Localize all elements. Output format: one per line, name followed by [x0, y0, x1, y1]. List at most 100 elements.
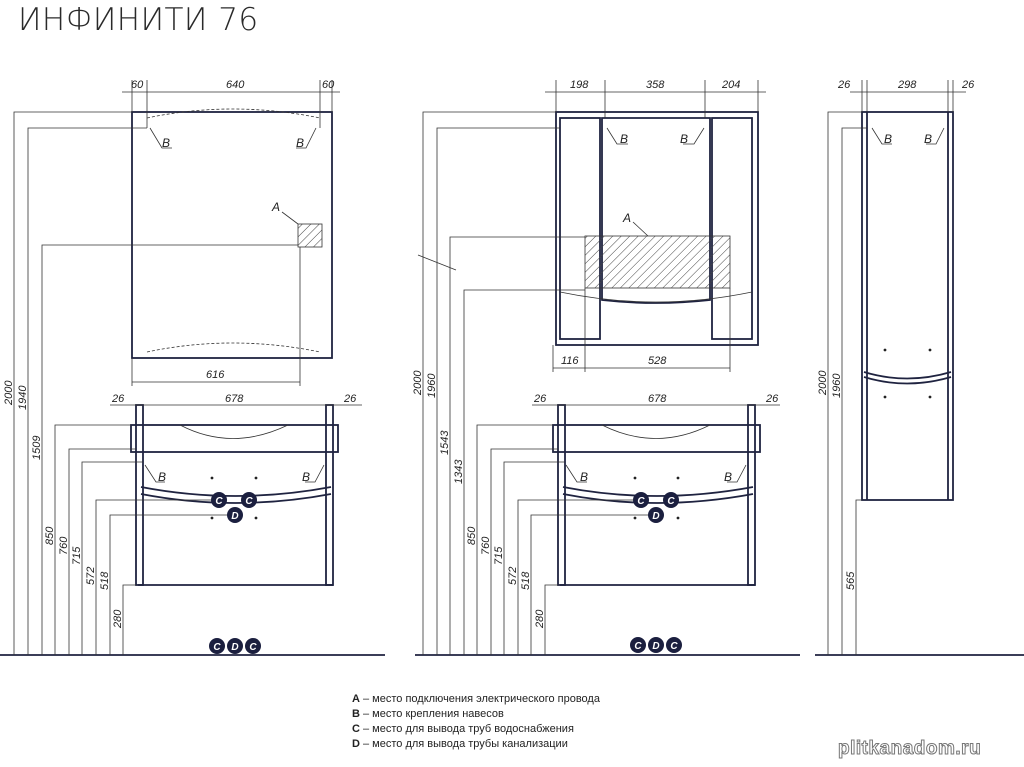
dimension-label: D: [231, 511, 238, 522]
left-mirror-cabinet: A B B: [131, 108, 333, 359]
marker-b: B: [680, 132, 688, 146]
dimension-label: 26: [533, 393, 547, 405]
socket-zone-a: [297, 223, 323, 248]
dimension-label: 280: [534, 609, 546, 629]
marker-b: B: [296, 136, 304, 150]
legend-item-b: B – место крепления навесов: [352, 707, 600, 722]
dimension-label: 60: [322, 79, 335, 91]
dimension-label: 518: [99, 571, 111, 590]
dimension-label: D: [231, 642, 238, 653]
dimension-label: 1543: [439, 430, 451, 455]
dimension-label: 518: [520, 571, 532, 590]
dimension-label: C: [213, 642, 221, 653]
dimension-label: 26: [343, 393, 357, 405]
dimension-label: 26: [765, 393, 779, 405]
dimension-label: B: [352, 708, 360, 720]
dimension-label: 2000: [3, 380, 15, 406]
left-vanity-dimensions: 26 678 26: [110, 393, 362, 406]
socket-zone-a: [584, 235, 731, 289]
dimension-label: 1960: [831, 373, 843, 398]
dimension-label: D: [352, 738, 360, 750]
tall-cabinet-dimensions: 26 298 26 2000 1960 565: [815, 79, 1024, 656]
marker-b: B: [158, 470, 166, 484]
dimension-label: 116: [561, 355, 579, 367]
dimension-label: 850: [44, 526, 56, 545]
dimension-label: 715: [493, 546, 505, 565]
middle-height-dimensions: 2000 1960 1543 1343 850 760 715 572 518 …: [412, 111, 800, 656]
floor-outlets-cdc: C D C: [209, 638, 261, 654]
drawing-title: ИНФИНИТИ 76: [18, 2, 259, 38]
dimension-label: A: [352, 693, 360, 705]
dimension-label: C: [249, 642, 257, 653]
dimension-label: 565: [845, 571, 857, 590]
marker-b: B: [924, 132, 932, 146]
water-outlet-c: C: [211, 492, 227, 508]
marker-b: B: [162, 136, 170, 150]
water-outlet-c: C: [633, 492, 649, 508]
tall-cabinet: B B: [861, 111, 954, 501]
dimension-label: C: [670, 641, 678, 652]
middle-vanity-dimensions: 26 678 26: [532, 393, 780, 406]
dimension-label: 1343: [453, 459, 465, 484]
dimension-label: 760: [480, 536, 492, 555]
dimension-label: C: [215, 496, 223, 507]
watermark: plitkanadom.ru: [837, 738, 982, 760]
marker-b: B: [884, 132, 892, 146]
dimension-label: 760: [58, 536, 70, 555]
drain-outlet-d: D: [648, 507, 664, 523]
dimension-label: 204: [721, 79, 740, 91]
dimension-label: C: [634, 641, 642, 652]
dimension-label: – место для вывода труб водоснабжения: [359, 723, 574, 735]
left-height-dimensions: 2000 1940 1509 850 760 715 572 518 280: [0, 111, 385, 656]
dimension-label: 572: [507, 567, 519, 585]
drain-outlet-d: D: [227, 507, 243, 523]
dimension-label: 280: [112, 609, 124, 629]
dimension-label: 2000: [817, 370, 829, 396]
dimension-label: 26: [837, 79, 851, 91]
dimension-label: 358: [646, 79, 665, 91]
middle-mirror-cabinet: A B B: [555, 111, 759, 346]
dimension-label: 528: [648, 355, 667, 367]
dimension-label: C: [245, 496, 253, 507]
left-vanity: B B C C D C D C: [130, 404, 339, 654]
dimension-label: 26: [111, 393, 125, 405]
dimension-label: 715: [71, 546, 83, 565]
marker-b: B: [620, 132, 628, 146]
water-outlet-c: C: [241, 492, 257, 508]
left-mirror-dimensions: 60 640 60 616: [122, 79, 340, 386]
dimension-label: C: [637, 496, 645, 507]
marker-a: A: [622, 211, 631, 225]
floor-outlets-cdc: C D C: [630, 637, 682, 653]
dimension-label: 678: [648, 393, 667, 405]
marker-b: B: [302, 470, 310, 484]
dimension-label: 850: [466, 526, 478, 545]
legend-item-c: C – место для вывода труб водоснабжения: [352, 722, 600, 737]
dimension-label: 572: [85, 567, 97, 585]
dimension-label: 1960: [426, 373, 438, 398]
dimension-label: 60: [131, 79, 144, 91]
dimension-label: 1509: [31, 436, 43, 460]
dimension-label: C: [667, 496, 675, 507]
legend: A – место подключения электрического про…: [352, 692, 600, 752]
marker-a: A: [271, 200, 280, 214]
dimension-label: 298: [897, 79, 917, 91]
dimension-label: 640: [226, 79, 245, 91]
dimension-label: D: [652, 511, 659, 522]
dimension-label: – место крепления навесов: [359, 708, 504, 720]
legend-item-d: D – место для вывода трубы канализации: [352, 737, 600, 752]
dimension-label: 2000: [412, 370, 424, 396]
dimension-label: 198: [570, 79, 589, 91]
dimension-label: 26: [961, 79, 975, 91]
dimension-label: 1940: [17, 385, 29, 410]
dimension-label: – место подключения электрического прово…: [359, 693, 600, 705]
dimension-label: 616: [206, 369, 225, 381]
water-outlet-c: C: [663, 492, 679, 508]
dimension-label: 678: [225, 393, 244, 405]
marker-b: B: [724, 470, 732, 484]
middle-mirror-dimensions: 198 358 204 116 528: [545, 79, 766, 372]
dimension-label: C: [352, 723, 360, 735]
middle-vanity: B B C C D C D C: [552, 404, 761, 653]
dimension-label: – место для вывода трубы канализации: [359, 738, 568, 750]
dimension-label: D: [652, 641, 659, 652]
